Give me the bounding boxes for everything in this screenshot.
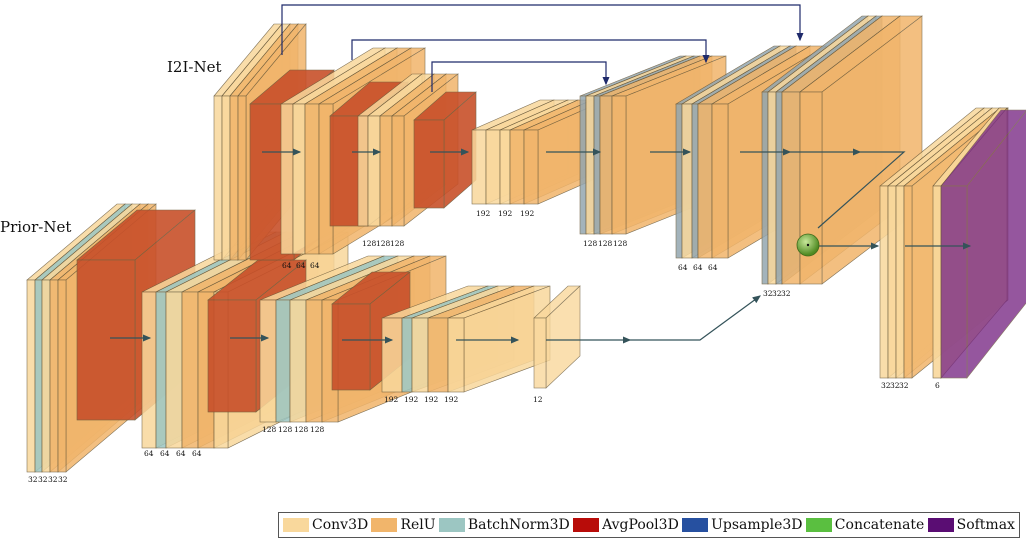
prior-block-1-channel-3: 32 — [58, 475, 68, 484]
i2i-block-2b-pool — [413, 91, 477, 209]
arrows-layer — [110, 4, 972, 344]
legend-label: RelU — [400, 517, 436, 533]
legend-swatch — [438, 518, 465, 532]
output-block-1-channel-1: 32 — [890, 381, 900, 390]
skip-connection-2 — [351, 39, 710, 64]
legend-item-concatenate: Concatenate — [805, 517, 925, 533]
legend-label: AvgPool3D — [602, 517, 679, 533]
prior-block-2-channel-1: 64 — [160, 449, 170, 458]
legend-item-relu: RelU — [371, 517, 436, 533]
i2i-block-3-channel-1: 192 — [498, 209, 513, 218]
prior-block-5-channel-0: 12 — [533, 395, 543, 404]
legend-label: Softmax — [956, 517, 1015, 533]
i2i-block-4-channel-2: 128 — [613, 239, 628, 248]
output-block-1-channel-2: 32 — [899, 381, 909, 390]
prior-block-1-channel-1: 32 — [38, 475, 48, 484]
legend-label: Concatenate — [834, 517, 925, 533]
prior-block-4-channel-1: 192 — [404, 395, 419, 404]
i2i-block-6-channel-0: 32 — [763, 289, 773, 298]
i2i-block-6-channel-2: 32 — [781, 289, 791, 298]
prior-arrow-to-concat — [630, 295, 761, 341]
i2i-block-2-channel-0: 128 — [362, 239, 377, 248]
i2i-arrow-to-concat — [817, 151, 906, 229]
output-block-2-channel-0: 6 — [935, 381, 940, 390]
legend-item-upsample3d: Upsample3D — [682, 517, 803, 533]
prior-block-4-channel-2: 192 — [424, 395, 439, 404]
i2i-block-3-channel-0: 192 — [476, 209, 491, 218]
i2i-block-3-channel-2: 192 — [520, 209, 535, 218]
i2i-block-1-channel-1: 64 — [296, 261, 306, 270]
legend: Conv3D RelU BatchNorm3D AvgPool3D Upsample3D… — [278, 512, 1020, 538]
prior-block-3-channel-3: 128 — [310, 425, 325, 434]
legend-swatch — [573, 518, 600, 532]
legend-swatch — [371, 518, 398, 532]
legend-swatch — [682, 518, 709, 532]
i2i-block-6-channel-1: 32 — [772, 289, 782, 298]
i2i-block-5-channel-2: 64 — [708, 263, 718, 272]
legend-item-softmax: Softmax — [927, 517, 1015, 533]
prior-block-1-channel-2: 32 — [48, 475, 58, 484]
i2i-block-2-channel-2: 128 — [390, 239, 405, 248]
i2i-block-5-channel-0: 64 — [678, 263, 688, 272]
legend-label: BatchNorm3D — [467, 517, 570, 533]
prior-block-4-channel-3: 192 — [444, 395, 459, 404]
prior-block-3-channel-2: 128 — [294, 425, 309, 434]
legend-swatch — [927, 518, 954, 532]
prior-block-2-channel-0: 64 — [144, 449, 154, 458]
legend-item-conv3d: Conv3D — [283, 517, 368, 533]
i2i-net-title: I2I-Net — [167, 58, 222, 76]
prior-block-3-channel-0: 128 — [262, 425, 277, 434]
output-block-1-channel-0: 32 — [881, 381, 891, 390]
prior-block-2-channel-2: 64 — [176, 449, 186, 458]
i2i-block-1-channel-2: 64 — [310, 261, 320, 270]
prior-block-2-channel-3: 64 — [192, 449, 202, 458]
blocks-layer — [26, 15, 1026, 473]
legend-item-batchnorm3d: BatchNorm3D — [438, 517, 570, 533]
prior-block-1-channel-0: 32 — [28, 475, 38, 484]
prior-block-5-layer-0 — [533, 285, 581, 389]
legend-swatch — [283, 518, 309, 532]
i2i-block-1-channel-0: 64 — [282, 261, 292, 270]
legend-label: Upsample3D — [711, 517, 803, 533]
concatenate-node-dot — [806, 243, 810, 247]
prior-block-3-channel-1: 128 — [278, 425, 293, 434]
i2i-block-2-channel-1: 128 — [376, 239, 391, 248]
i2i-block-4-channel-1: 128 — [598, 239, 613, 248]
legend-item-avgpool3d: AvgPool3D — [573, 517, 679, 533]
legend-swatch — [805, 518, 832, 532]
skip-connection-1 — [281, 4, 804, 55]
output-block-2-softmax — [940, 109, 1026, 379]
prior-block-4-layer-4 — [447, 285, 551, 393]
prior-block-4-channel-0: 192 — [384, 395, 399, 404]
prior-net-title: Prior-Net — [0, 218, 71, 236]
legend-label: Conv3D — [312, 517, 369, 533]
skip-connection-3 — [431, 61, 610, 92]
i2i-block-5-channel-1: 64 — [693, 263, 703, 272]
i2i-block-4-channel-0: 128 — [583, 239, 598, 248]
